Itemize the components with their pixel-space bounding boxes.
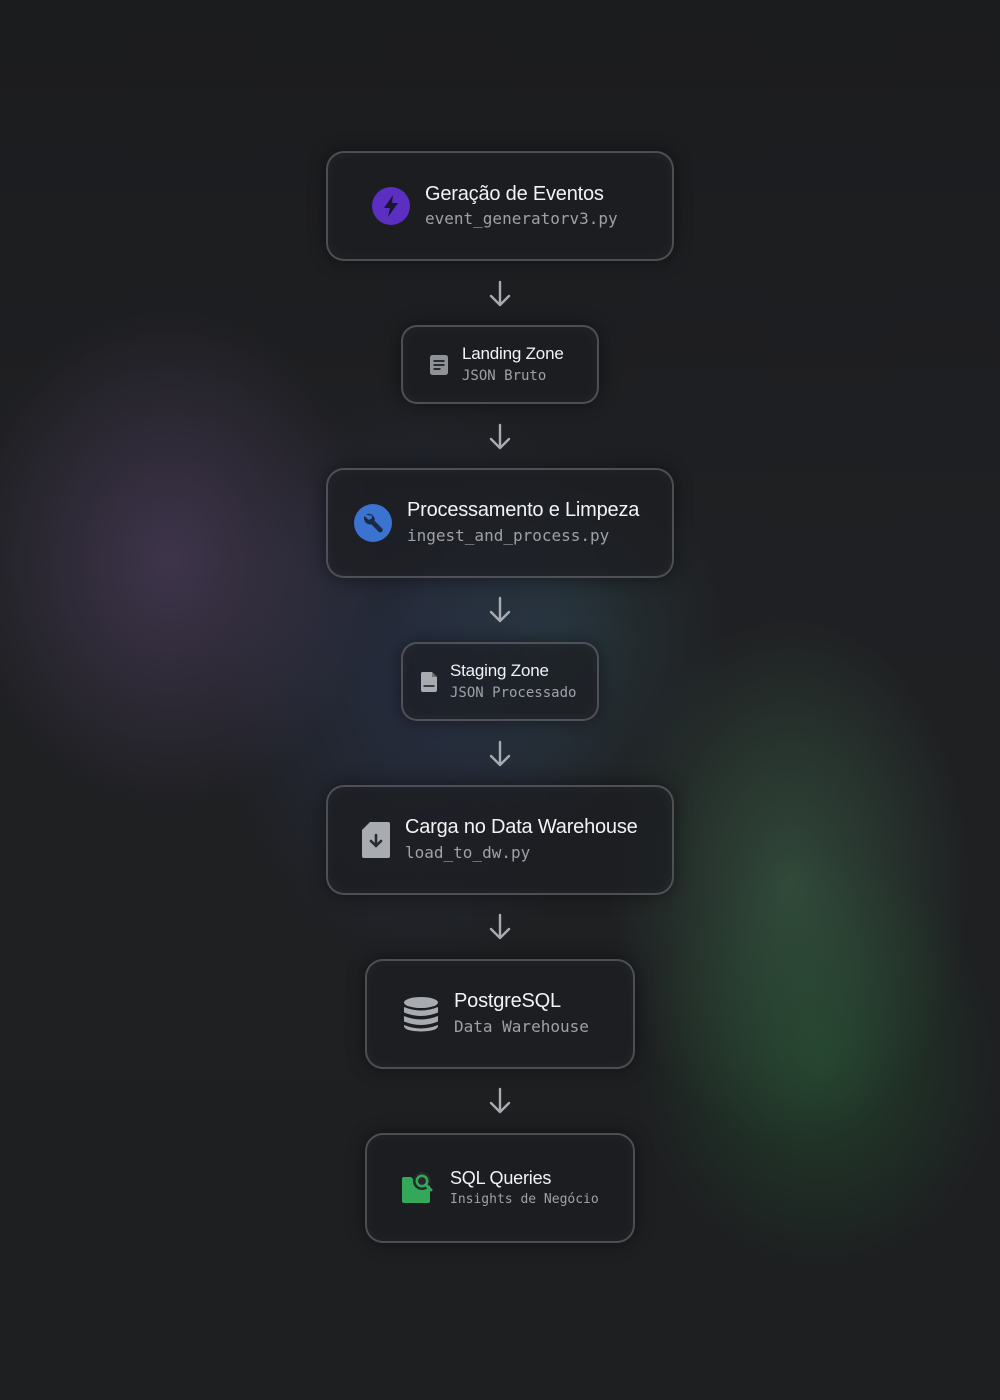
step-subtitle: event_generatorv3.py	[425, 209, 618, 228]
step-event-generation: Geração de Eventos event_generatorv3.py	[326, 151, 674, 261]
step-sql-queries: SQL Queries Insights de Negócio	[365, 1133, 635, 1243]
step-staging-zone: Staging Zone JSON Processado	[401, 642, 599, 721]
step-postgresql: PostgreSQL Data Warehouse	[365, 959, 635, 1069]
step-landing-zone: Landing Zone JSON Bruto	[401, 325, 599, 404]
arrow-down-icon	[489, 913, 511, 940]
search-folder-icon	[399, 1170, 435, 1206]
step-title: Geração de Eventos	[425, 183, 604, 205]
arrow-down-icon	[489, 1087, 511, 1114]
step-title: PostgreSQL	[454, 990, 561, 1012]
file-download-icon	[360, 821, 392, 859]
step-title: Landing Zone	[462, 343, 564, 363]
arrow-down-icon	[489, 740, 511, 767]
wrench-icon	[353, 503, 393, 543]
arrow-down-icon	[489, 596, 511, 623]
document-icon	[428, 354, 450, 376]
database-icon	[402, 995, 440, 1033]
step-subtitle: Data Warehouse	[454, 1017, 589, 1036]
arrow-down-icon	[489, 423, 511, 450]
step-processing-cleaning: Processamento e Limpeza ingest_and_proce…	[326, 468, 674, 578]
step-title: Processamento e Limpeza	[407, 499, 640, 521]
step-subtitle: load_to_dw.py	[405, 843, 531, 862]
arrow-down-icon	[489, 280, 511, 307]
step-title: Staging Zone	[450, 660, 549, 680]
step-subtitle: ingest_and_process.py	[407, 526, 610, 545]
step-subtitle: Insights de Negócio	[450, 1192, 599, 1207]
json-file-icon	[419, 670, 439, 694]
step-subtitle: JSON Processado	[450, 684, 577, 701]
step-title: SQL Queries	[450, 1168, 552, 1188]
step-load-data-warehouse: Carga no Data Warehouse load_to_dw.py	[326, 785, 674, 895]
step-title: Carga no Data Warehouse	[405, 816, 638, 838]
bolt-icon	[371, 186, 411, 226]
step-subtitle: JSON Bruto	[462, 367, 547, 384]
